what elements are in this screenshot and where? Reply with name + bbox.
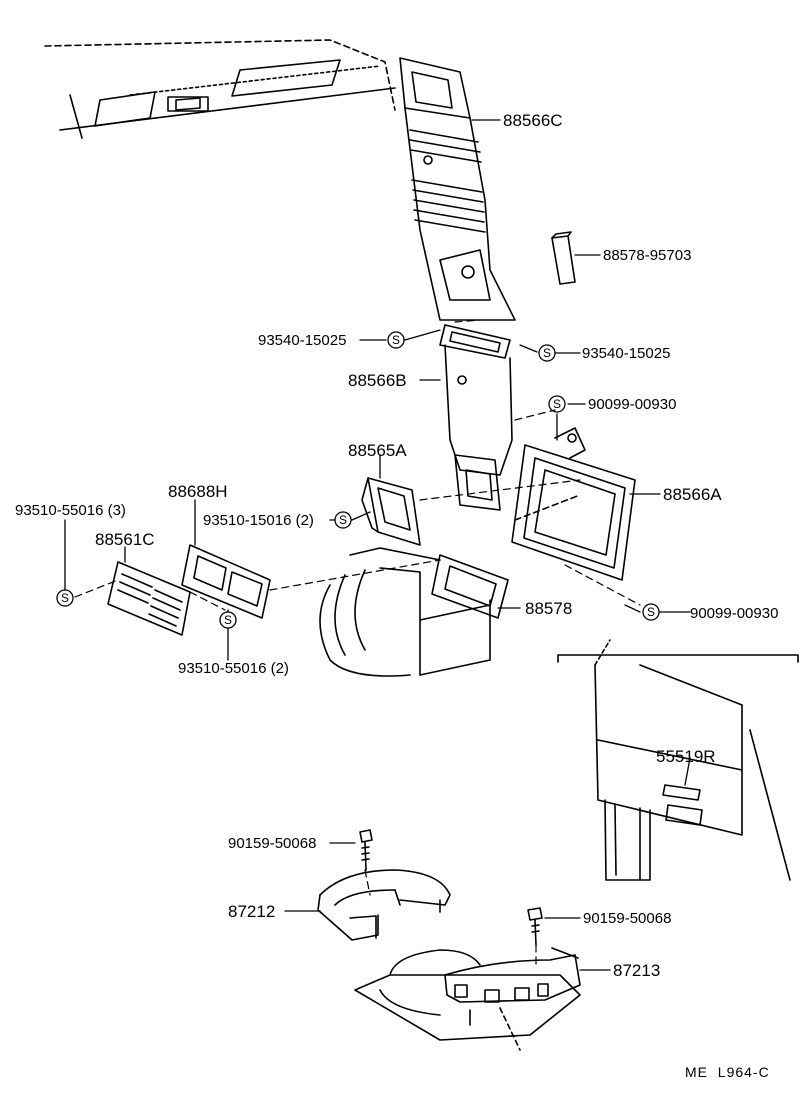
label-screw-top-left: 93540-15025 — [258, 332, 346, 349]
label-gasket-register: 88688H — [168, 482, 228, 501]
label-bolt-left: 90159-50068 — [228, 835, 316, 852]
duct-upper-88566c — [399, 57, 516, 321]
s-symbol: S — [392, 333, 400, 347]
gasket-88565a — [361, 477, 421, 546]
label-register: 88561C — [95, 530, 155, 549]
console-area — [557, 639, 799, 881]
label-bracket-left: 87212 — [228, 902, 275, 921]
label-screw-frame-bottom: 90099-00930 — [690, 605, 778, 622]
bracket-87212 — [317, 869, 451, 941]
s-symbol-circles — [56, 331, 660, 629]
gasket-88688h — [181, 544, 271, 619]
roof-panel — [44, 39, 396, 139]
bracket-87213 — [354, 947, 581, 1051]
s-symbol: S — [553, 397, 561, 411]
drawing-code: ME L964-C — [685, 1064, 770, 1080]
bolt-left — [359, 829, 373, 871]
s-symbol: S — [224, 613, 232, 627]
duct-frame-88566a — [511, 427, 636, 581]
label-filter-pad: 88578 — [525, 599, 572, 618]
leader-lines — [64, 119, 691, 971]
heater-unit — [319, 547, 491, 677]
s-symbol: S — [647, 605, 655, 619]
label-screw-gasket-center: 93510-15016 (2) — [203, 512, 314, 529]
label-screw-register-left: 93510-55016 (3) — [15, 502, 126, 519]
clip-88578-95703 — [551, 231, 576, 285]
label-clip: 88578-95703 — [603, 247, 691, 264]
label-duct-upper: 88566C — [503, 111, 563, 130]
label-duct-middle: 88566B — [348, 371, 407, 390]
s-symbol: S — [543, 346, 551, 360]
label-screw-register-bottom: 93510-55016 (2) — [178, 660, 289, 677]
assembly-lines — [74, 319, 641, 966]
s-symbol: S — [339, 513, 347, 527]
register-88561c — [107, 561, 191, 636]
label-console-part: 55519R — [656, 747, 716, 766]
label-screw-frame-top: 90099-00930 — [588, 396, 676, 413]
label-bolt-right: 90159-50068 — [583, 910, 671, 927]
bolt-right — [527, 907, 543, 946]
label-screw-top-right: 93540-15025 — [582, 345, 670, 362]
label-bracket-right: 87213 — [613, 961, 660, 980]
label-gasket-upper: 88565A — [348, 441, 407, 460]
s-symbol: S — [61, 591, 69, 605]
duct-middle-88566b — [439, 324, 513, 511]
label-duct-frame: 88566A — [663, 485, 722, 504]
s-symbol-letters: S S S S S S S — [61, 333, 655, 627]
